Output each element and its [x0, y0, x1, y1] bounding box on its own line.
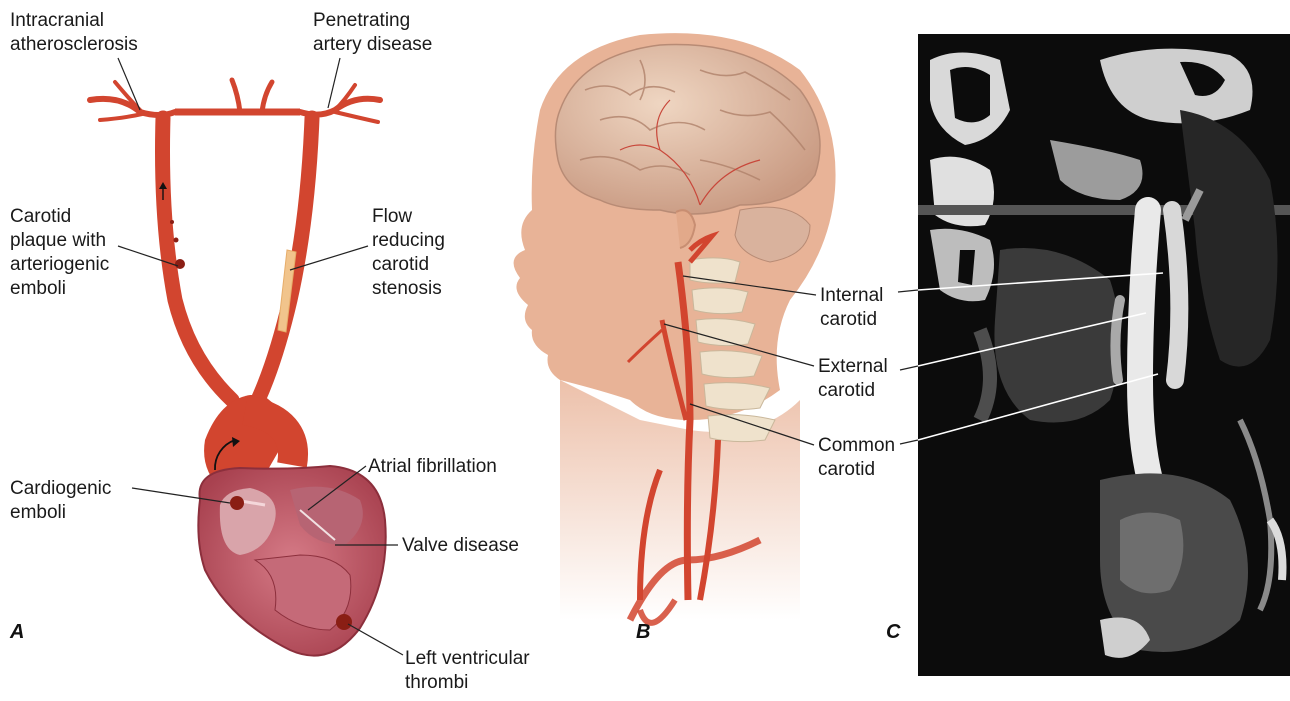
label-cardiogenic-line2: emboli [10, 502, 66, 523]
label-carotid-plaque-line2: plaque with [10, 230, 106, 251]
label-external-carotid-line1: External [818, 356, 888, 377]
panel-a: Intracranial atherosclerosis Penetrating… [9, 10, 530, 693]
arterial-tree-illustration [90, 80, 380, 500]
label-lv-thrombi-line1: Left ventricular [405, 648, 530, 669]
panel-letter-b: B [636, 621, 650, 643]
label-common-carotid-line1: Common [818, 435, 895, 456]
leader-penetrating [328, 58, 340, 108]
label-common-carotid-line2: carotid [818, 459, 875, 480]
label-carotid-plaque-line1: Carotid [10, 206, 71, 227]
label-internal-carotid-line1: Internal [820, 285, 883, 306]
label-lv-thrombi-line2: thrombi [405, 672, 468, 693]
leader-c-common-outer [900, 440, 918, 444]
panel-letter-c: C [886, 621, 901, 643]
label-flow-line3: carotid [372, 254, 429, 275]
label-intracranial-line2: atherosclerosis [10, 34, 138, 55]
label-external-carotid-line2: carotid [818, 380, 875, 401]
label-penetrating-line1: Penetrating [313, 10, 410, 31]
label-flow-line4: stenosis [372, 278, 442, 299]
heart-illustration [198, 466, 385, 656]
label-carotid-plaque-line4: emboli [10, 278, 66, 299]
label-flow-line2: reducing [372, 230, 445, 251]
label-carotid-plaque-line3: arteriogenic [10, 254, 109, 275]
label-valve-disease: Valve disease [402, 535, 519, 556]
label-cardiogenic-line1: Cardiogenic [10, 478, 111, 499]
label-atrial-fibrillation: Atrial fibrillation [368, 456, 497, 477]
panel-b: Internal carotid External carotid Common… [514, 33, 896, 643]
label-penetrating-line2: artery disease [313, 34, 432, 55]
head-neck-illustration [514, 33, 836, 623]
label-intracranial-line1: Intracranial [10, 10, 104, 31]
leader-lv-thrombi [348, 624, 403, 655]
label-internal-carotid-line2: carotid [820, 309, 877, 330]
panel-letter-a: A [9, 621, 24, 643]
label-flow-line1: Flow [372, 206, 412, 227]
panel-c: C [886, 34, 1290, 676]
leader-c-internal-outer [898, 290, 918, 292]
leader-c-external-outer [900, 366, 918, 370]
